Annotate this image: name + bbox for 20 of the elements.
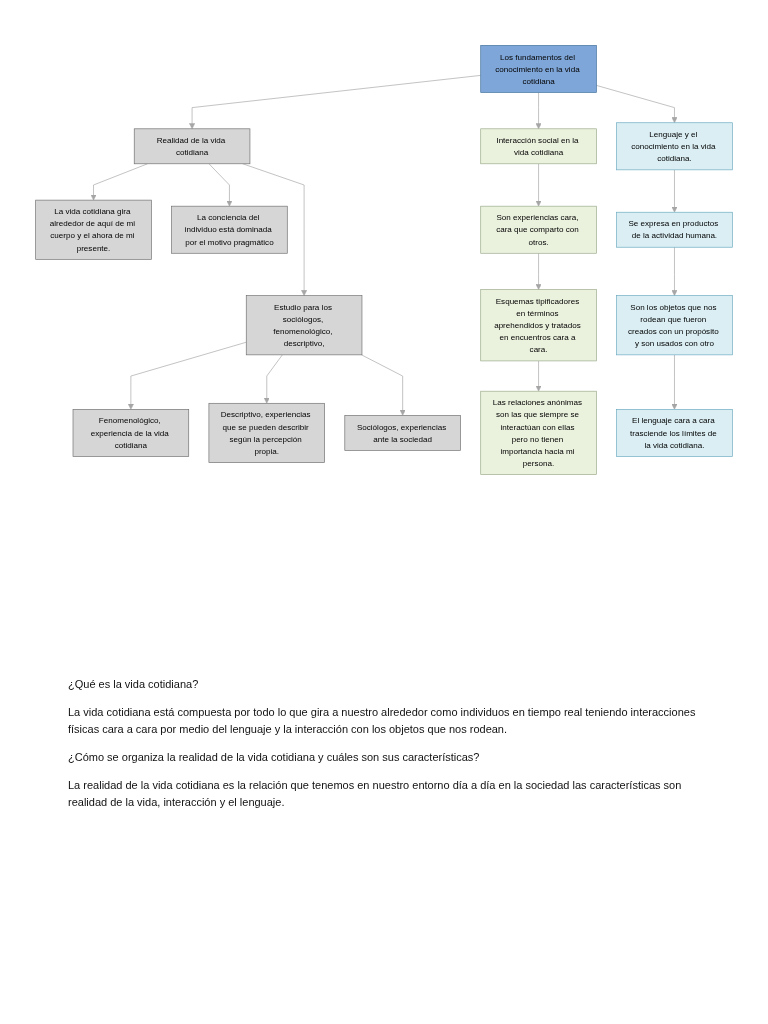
node-box: Fenomenológico, experiencia de la vida cotidiana [72,409,190,457]
node-box: Descriptivo, experiencias que se pueden describir según la percepción propia. [208,402,325,463]
node-box: Estudio para los sociólogos, fenomenológico, descriptivo, [245,295,363,356]
node-box: La vida cotidiana gira alrededor de aquí de mi cuerpo y el ahora de mi presente. [35,199,152,260]
node-box: Los fundamentos del conocimiento en la vida cotidiana [480,45,597,93]
node-box: La conciencia del individuo está dominada por el motivo pragmático [171,205,288,254]
node-box: Interacción social en la vida cotidiana [480,128,597,165]
node-box: Son experiencias cara, cara que comparto con otros. [480,205,597,254]
question-text: ¿Cómo se organiza la realidad de la vida cotidiana y cuáles son sus características? [68,750,481,765]
node-box: Lenguaje y el conocimiento en la vida cotidiana. [616,122,733,171]
node-box: Las relaciones anónimas son las que siempre se interactúan con ellas pero no tienen importancia hacia mi persona. [480,390,597,475]
node-box: El lenguaje cara a cara trasciende los límites de la vida cotidiana. [616,409,733,457]
node-box: Esquemas tipificadores en términos aprehendidos y tratados en encuentros cara a cara. [480,289,597,362]
node-box: Son los objetos que nos rodean que fueron creados con un propósito y son usados con otro [616,295,733,356]
node-box: Realidad de la vida cotidiana [133,128,251,165]
node-box: Sociólogos, experiencias ante la sociedad [344,415,461,451]
node-box: Se expresa en productos de la actividad humana. [616,211,733,248]
question-text: ¿Qué es la vida cotidiana? [68,677,200,692]
answer-paragraph: La realidad de la vida cotidiana es la relación que tenemos en nuestro entorno día a día en la sociedad las características son realidad de la vida, interacción y el lenguaje. [68,778,683,810]
answer-paragraph: La vida cotidiana está compuesta por todo lo que gira a nuestro alrededor como individuos en tiempo real teniendo interacciones físicas cara a cara por medio del lenguaje y la interacción con los objetos que nos rodean. [68,705,697,737]
